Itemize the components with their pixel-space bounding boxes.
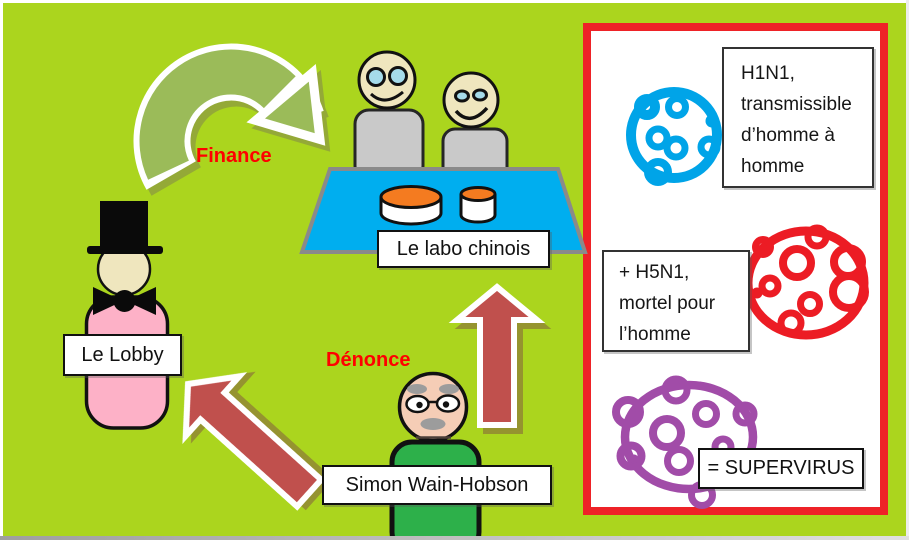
scientist-2	[441, 71, 509, 183]
h1n1-line: H1N1,	[741, 63, 795, 84]
scientist-1	[353, 50, 425, 182]
h1n1-description-box: H1N1, transmissible d’homme à homme	[722, 47, 874, 188]
lobby-name-tag: Le Lobby	[63, 334, 182, 376]
simon-figure	[389, 371, 482, 540]
h1n1-line: homme	[741, 156, 805, 177]
h1n1-line: transmissible	[741, 94, 852, 115]
mustache-icon	[420, 418, 446, 430]
eyebrow-icon	[439, 384, 459, 394]
eye-icon	[472, 88, 488, 102]
glasses-icon	[388, 66, 408, 86]
petri-dish-small-icon	[459, 186, 497, 224]
h5n1-line: mortel pour	[619, 293, 716, 314]
bow-tie-icon	[93, 287, 156, 315]
lobby-figure	[84, 201, 170, 430]
eye-icon	[454, 89, 470, 103]
supervirus-tag: = SUPERVIRUS	[698, 448, 864, 489]
glasses-icon	[435, 394, 461, 413]
slide-edge	[0, 536, 909, 540]
slide-edge	[0, 0, 909, 3]
top-hat-icon	[87, 246, 163, 254]
denonce-arrow-icon	[448, 283, 546, 428]
h5n1-line: l’homme	[619, 324, 691, 345]
h1n1-line: d’homme à	[741, 125, 835, 146]
glasses-icon	[366, 67, 386, 87]
petri-dish-large-icon	[379, 185, 443, 226]
simon-to-lobby-arrow-icon	[182, 372, 326, 511]
finance-label: Finance	[196, 145, 272, 167]
h5n1-description-box: + H5N1, mortel pour l’homme	[602, 250, 750, 352]
glasses-icon	[405, 394, 430, 414]
labo-name-tag: Le labo chinois	[377, 230, 550, 268]
eyebrow-icon	[407, 384, 427, 394]
simon-name-tag: Simon Wain-Hobson	[322, 465, 552, 505]
slide-edge	[0, 0, 3, 540]
denonce-label: Dénonce	[326, 349, 411, 371]
top-hat-icon	[100, 201, 148, 249]
h5n1-line: + H5N1,	[619, 262, 690, 283]
slide-edge	[906, 0, 909, 540]
